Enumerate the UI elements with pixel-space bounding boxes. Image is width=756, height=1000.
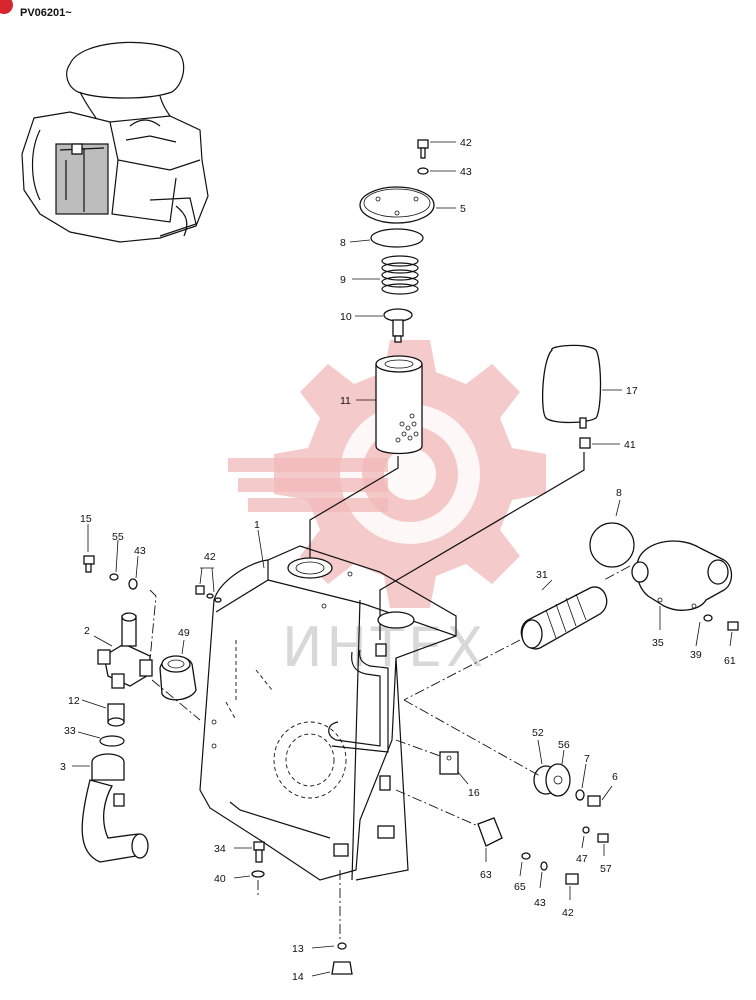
bottom-fasteners: 34 40 13 14 [214,841,353,983]
callout-15: 31 [536,569,548,581]
callout-55: 35 [652,637,664,649]
callout-47: 47 [576,853,588,865]
callout-7: 7 [584,753,590,765]
callout-43: 43 [460,166,472,178]
callout-63: 63 [480,869,492,881]
serial-range-label: PV06201~ [20,7,72,19]
callout-42: 42 [460,137,472,149]
callout-39: 55 [112,531,124,543]
callout-57: 57 [600,863,612,875]
callout-8: 8 [340,237,346,249]
callout-1: 1 [254,519,260,531]
callout-12: 12 [68,695,80,707]
hydraulic-tank: 1 [199,519,457,881]
callout-31: 42 [204,551,216,563]
callout-6: 6 [612,771,618,783]
callout-10: 10 [340,311,352,323]
filler-neck [287,557,333,579]
callout-42c: 42 [562,907,574,919]
callout-43c: 43 [534,897,546,909]
filter-element [375,355,423,455]
spring [381,255,419,295]
callout-8b: 8 [616,487,622,499]
callout-2: 2 [84,625,90,637]
callout-9: 9 [340,274,346,286]
callout-5: 5 [460,203,466,215]
tank-cap [359,186,435,224]
callout-13: 13 [292,943,304,955]
callout-49: 49 [178,627,190,639]
callout-3: 3 [60,761,66,773]
callout-33: 33 [64,725,76,737]
callout-35: 15 [80,513,92,525]
left-fittings: 15 55 43 42 2 49 12 [60,513,222,863]
callout-34: 34 [214,843,226,855]
cap-assembly: 42 43 5 8 9 10 [309,137,472,560]
callout-43b: 39 [690,649,702,661]
callout-17: 17 [626,385,638,397]
highlighted-tank-area [55,143,109,215]
suction-hose [81,753,149,863]
callout-52: 52 [532,727,544,739]
watermark-logo: ИНТЕХ [228,340,546,679]
callout-11: 11 [340,395,351,407]
machine-overview-inset [21,41,209,243]
corner-marker-icon [0,0,13,14]
callout-14: 14 [292,971,304,983]
breather-cap: 17 41 [379,344,638,640]
tank-hidden-port [273,721,347,799]
callout-41: 41 [624,439,636,451]
callout-40: 40 [214,873,226,885]
callout-61: 43 [134,545,146,557]
callout-65: 65 [514,881,526,893]
suction-flange [636,540,733,611]
suction-filter: 31 [403,565,631,701]
callout-56: 56 [558,739,570,751]
suction-strainer-group: 8 35 39 61 [589,487,739,667]
callout-16: 16 [468,787,480,799]
right-fittings: 52 56 7 6 16 47 57 63 65 43 [395,699,618,919]
callout-42b: 61 [724,655,736,667]
